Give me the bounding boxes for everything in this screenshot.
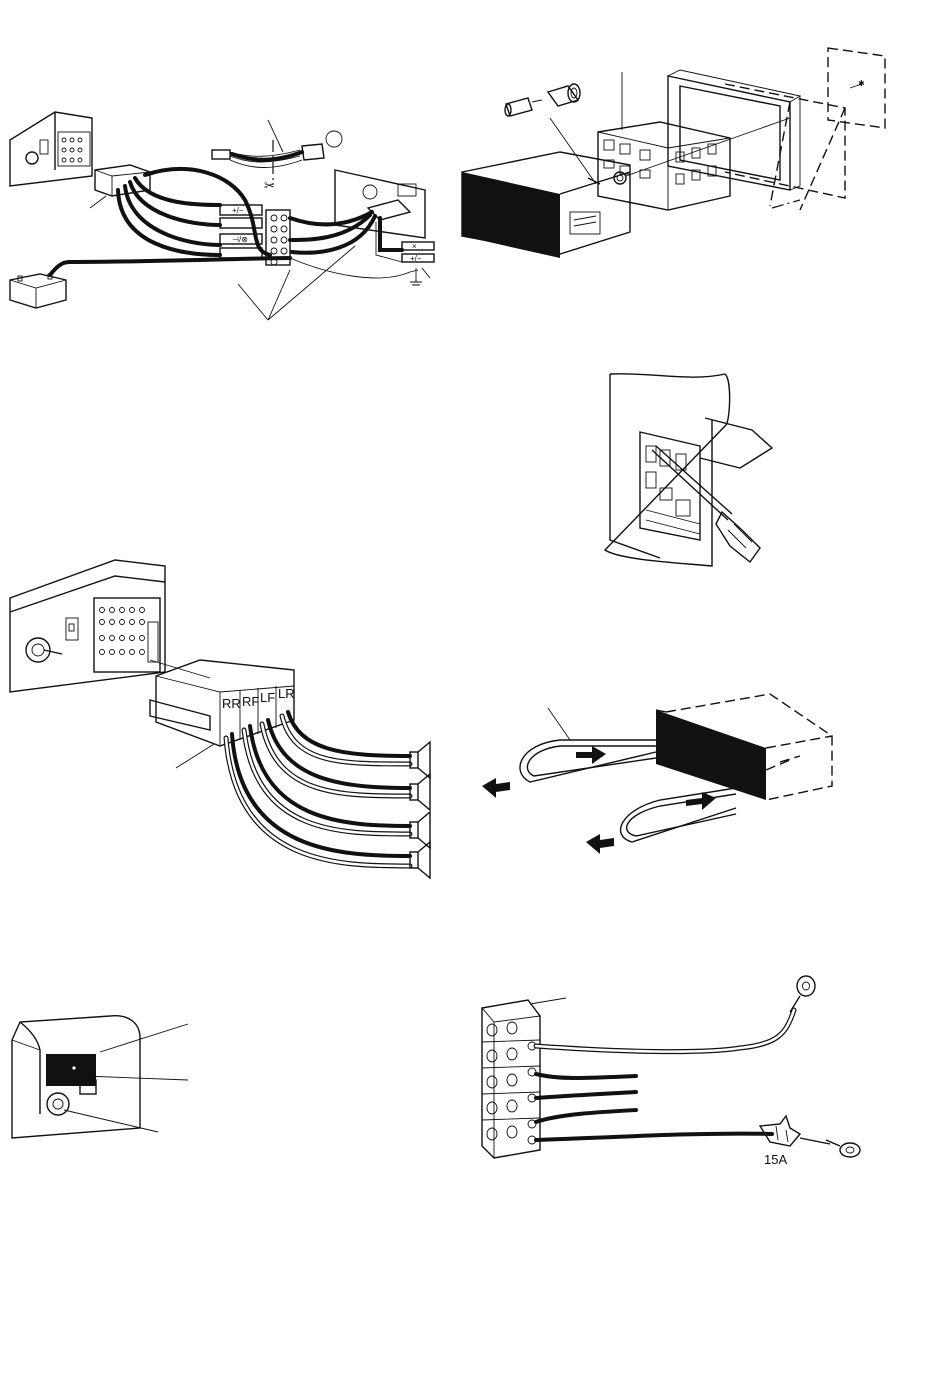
row-label-plus-minus: +/− xyxy=(232,206,244,215)
radio-rear-panel xyxy=(10,112,92,186)
scissors-icon: ✂ xyxy=(264,178,275,193)
key-pointer-line xyxy=(548,708,570,740)
figure-removal-keys xyxy=(482,694,832,854)
release-key-upper xyxy=(520,740,656,782)
figure-wiring-overview: +/− ⊣/⊗ xyxy=(10,112,434,320)
ring-terminal-bottom xyxy=(826,1140,860,1157)
right-bottom-symbol: +/− xyxy=(410,254,422,263)
radio-front-panel xyxy=(462,172,560,258)
speaker-label-lr: LR xyxy=(278,686,295,701)
ground-bolt-icon xyxy=(26,152,38,164)
pointer-line-3 xyxy=(64,1110,158,1132)
figure-chassis-mounting: ✱ xyxy=(462,48,885,258)
ground-symbol-icon xyxy=(410,268,422,285)
battery-icon xyxy=(10,274,66,308)
speaker-label-rf: RF xyxy=(242,694,259,709)
adapter-pointer-line xyxy=(90,196,106,208)
svg-text:✱: ✱ xyxy=(858,79,865,88)
fuse-rating-label: 15A xyxy=(764,1152,787,1167)
pull-arrow-upper xyxy=(482,778,510,798)
figure-release-tool xyxy=(605,374,772,566)
terminal-block xyxy=(482,1000,540,1158)
ring-terminal-top xyxy=(790,976,815,1012)
speaker-icon-3 xyxy=(410,812,430,848)
dashboard-wall xyxy=(605,374,730,566)
speaker-icon-2 xyxy=(410,774,430,810)
display-window xyxy=(46,1054,96,1086)
plug-pointer-line xyxy=(176,744,214,768)
harness-bundle: ✂ xyxy=(212,120,342,193)
release-key-lower xyxy=(621,788,736,842)
speaker-icon-1 xyxy=(410,742,430,778)
insert-arrow-upper xyxy=(576,746,606,764)
pointer-line-1 xyxy=(100,1024,188,1052)
speaker-icon-4 xyxy=(410,842,430,878)
screw-icon xyxy=(422,268,430,278)
spindle-bolt-icon xyxy=(505,98,542,116)
top-flange xyxy=(700,418,772,468)
inline-fuse xyxy=(760,1116,800,1146)
adapter-box xyxy=(95,165,150,196)
figure-speaker-connections: RR RF LF LR xyxy=(10,560,430,878)
rubber-mount-icon xyxy=(548,84,580,106)
row-label-illumination: ⊣/⊗ xyxy=(232,235,248,244)
jack-socket xyxy=(47,1093,69,1115)
plug-latch xyxy=(150,700,210,730)
harness-pointer-line xyxy=(268,120,283,152)
pointer-line-2 xyxy=(84,1076,188,1080)
pull-arrow-lower xyxy=(586,834,614,854)
radio-front-face xyxy=(656,710,766,800)
speaker-label-rr: RR xyxy=(222,696,241,711)
screwdriver-handle xyxy=(716,512,760,562)
speaker-wires xyxy=(226,712,410,866)
right-top-symbol: × xyxy=(412,242,417,251)
figure-terminal-block: 15A xyxy=(482,976,860,1167)
figure-front-detail xyxy=(12,1016,188,1138)
block-pointer-line xyxy=(530,998,566,1004)
speaker-label-lf: LF xyxy=(260,690,275,705)
rear-bracket xyxy=(828,48,885,128)
